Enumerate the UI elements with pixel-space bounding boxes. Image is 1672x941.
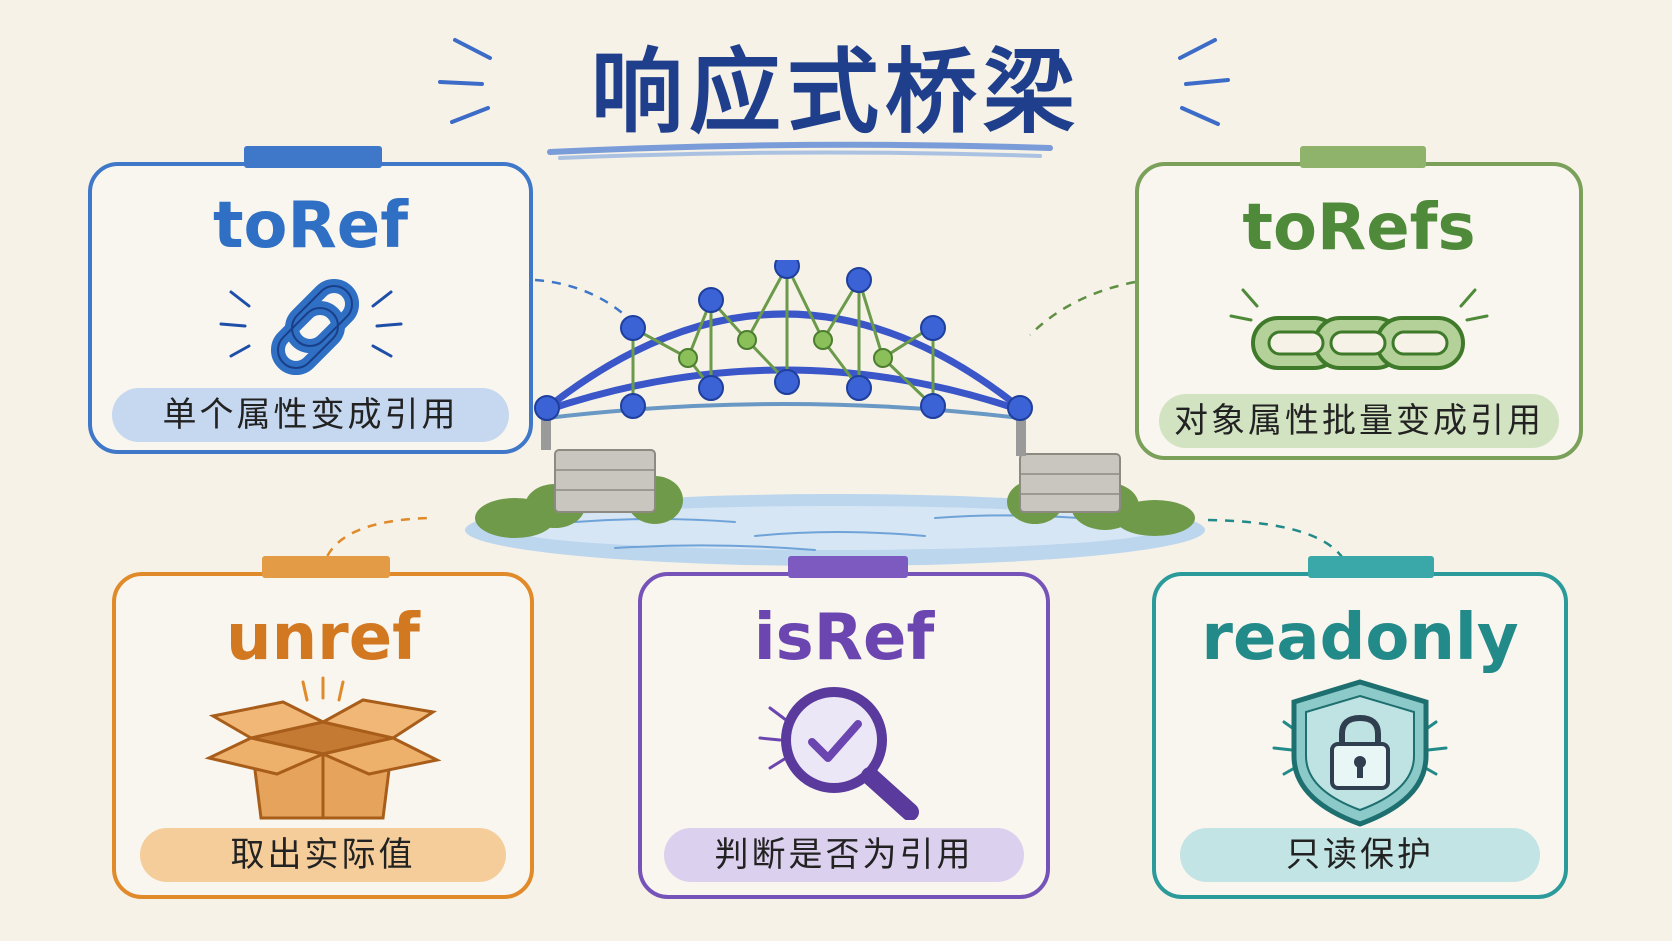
open-box-icon	[116, 676, 530, 821]
card-title: readonly	[1201, 601, 1519, 675]
magnifier-check-icon	[642, 680, 1046, 820]
card-tab	[1300, 146, 1426, 168]
card-desc: 取出实际值	[140, 828, 506, 882]
card-torefs: toRefs 对象属性批量变成引用	[1135, 146, 1583, 460]
card-desc: 对象属性批量变成引用	[1159, 394, 1559, 448]
card-title: unref	[226, 601, 420, 675]
card-tab	[244, 146, 382, 168]
card-toref: toRef 单个属性变成引用	[88, 146, 533, 454]
card-desc: 单个属性变成引用	[112, 388, 509, 442]
card-desc: 判断是否为引用	[664, 828, 1024, 882]
card-unref: unref 取出实际值	[112, 556, 534, 899]
shield-lock-icon	[1156, 678, 1564, 828]
card-tab	[262, 556, 390, 578]
chain-icon	[1139, 274, 1579, 374]
card-title: isRef	[753, 601, 935, 675]
chain-link-icon	[92, 274, 529, 384]
card-tab	[788, 556, 908, 578]
card-desc: 只读保护	[1180, 828, 1540, 882]
bridge-icon	[465, 260, 1205, 566]
card-title: toRefs	[1242, 191, 1476, 265]
card-title: toRef	[212, 189, 409, 263]
page-title: 响应式桥梁	[590, 39, 1081, 146]
card-isref: isRef 判断是否为引用	[638, 556, 1050, 899]
title-burst-icon	[438, 38, 1230, 126]
card-readonly: readonly 只读保护	[1152, 556, 1568, 899]
title-underline	[547, 141, 1053, 160]
card-tab	[1308, 556, 1434, 578]
